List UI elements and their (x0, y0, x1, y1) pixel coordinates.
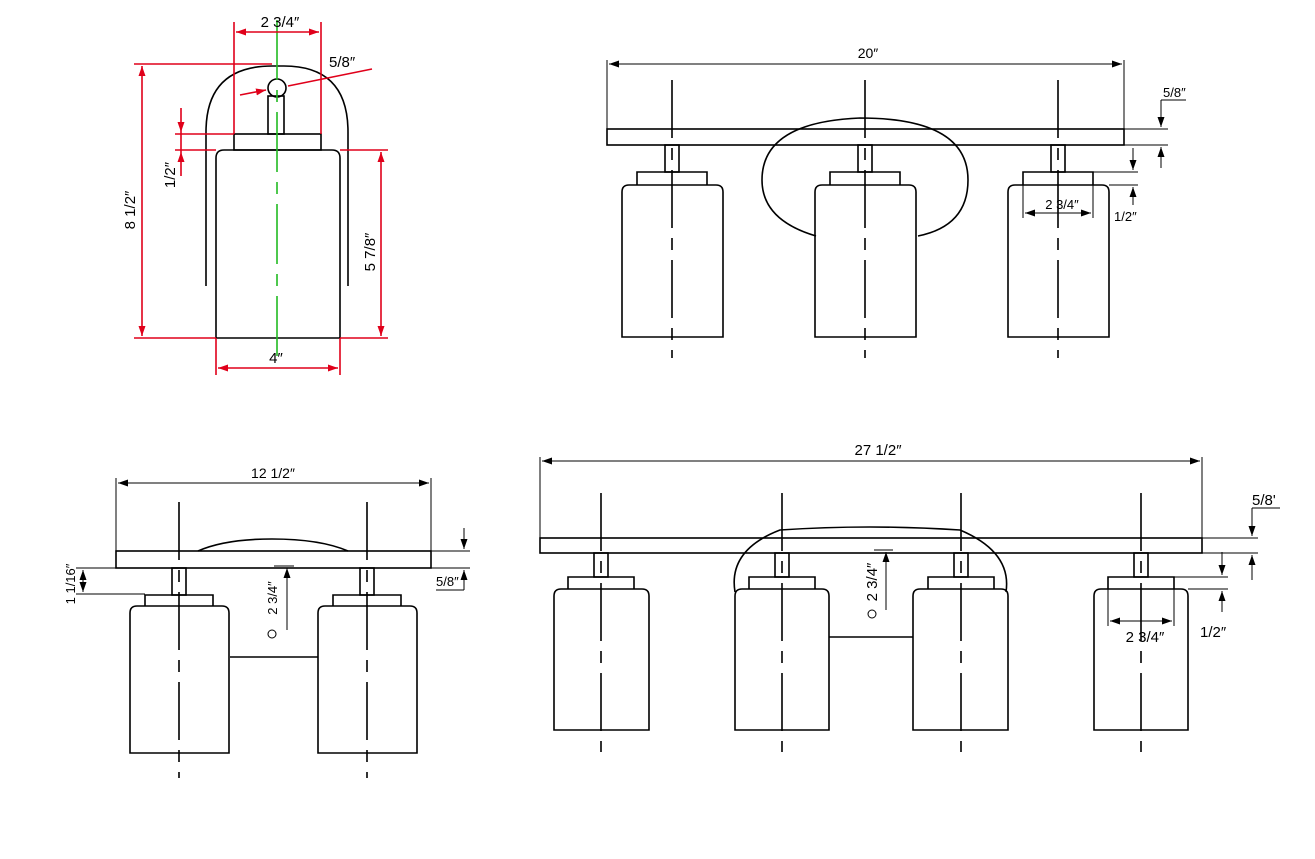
three-light-view: 20″ 5/8″ 2 3/4″ (606, 45, 1186, 358)
dim-total-height: 8 1/2″ (122, 190, 139, 229)
dim-cap-width: 2 3/4″ (1045, 197, 1079, 212)
back-plate (205, 65, 349, 286)
lamp (912, 493, 1009, 752)
lamp (621, 80, 724, 358)
lamp (317, 502, 418, 778)
tube-arm (267, 95, 285, 135)
dim-shade-height: 5 7/8″ (362, 232, 379, 271)
mount-point (867, 609, 877, 619)
lamp (814, 80, 917, 358)
dim-shade-width: 4″ (269, 350, 283, 367)
dim-mount: 2 3/4″ (864, 562, 881, 601)
dim-width-top: 2 3/4″ (261, 14, 300, 31)
lamp (1007, 80, 1110, 358)
back-plate (761, 117, 969, 237)
lamp (129, 502, 230, 778)
dim-length: 27 1/2″ (854, 442, 902, 459)
lamp (553, 493, 650, 752)
shade (215, 149, 341, 339)
dim-length: 12 1/2″ (251, 465, 295, 481)
dim-cap-gap: 1/2″ (1200, 624, 1227, 641)
dim-bar: 5/8″ (436, 574, 459, 589)
four-light-view: 27 1/2″ 5/8' 2 3/4″ (539, 442, 1280, 752)
mount-point (267, 629, 277, 639)
dim-mount: 2 3/4″ (265, 581, 280, 615)
dim-cap-gap: 1/2″ (1114, 209, 1137, 224)
back-plate (197, 538, 349, 552)
dim-bar: 5/8″ (1163, 85, 1186, 100)
dim-tube: 5/8″ (329, 54, 356, 71)
dim-gap: 1/2″ (162, 161, 179, 188)
dim-cap-width: 2 3/4″ (1126, 629, 1165, 646)
dim-length: 20″ (858, 45, 879, 61)
dim-offset: 1 1/16″ (63, 563, 78, 604)
mount-bar (115, 550, 432, 569)
lamp (734, 493, 830, 752)
mount-bar (539, 537, 1203, 554)
dim-bar: 5/8' (1252, 492, 1276, 509)
two-light-view: 12 1/2″ 5/8″ 1 1/16″ 2 3/4″ (63, 465, 470, 778)
side-view: 2 3/4″ 5/8″ 8 1/2″ 1/2″ 5 7/8″ 4″ (122, 14, 388, 375)
